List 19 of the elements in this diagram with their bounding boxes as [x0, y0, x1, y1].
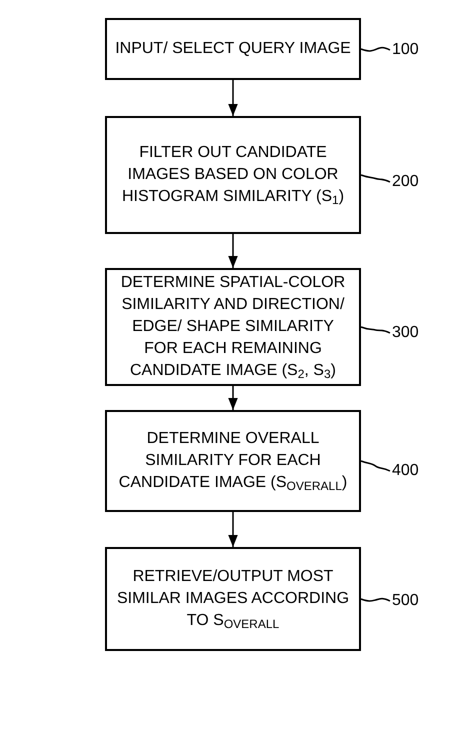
- reference-numeral: 300: [392, 323, 432, 343]
- process-box: DETERMINE SPATIAL-COLOR SIMILARITY AND DIRECTION/ EDGE/ SHAPE SIMILARITY FOR EACH REMAINING CANDIDATE IMAGE (S$_{2}$, S$_{3}$): [105, 268, 361, 386]
- leader-line: [360, 326, 390, 334]
- process-box: FILTER OUT CANDIDATE IMAGES BASED ON COLOR HISTOGRAM SIMILARITY (S$_{1}$): [105, 116, 361, 234]
- leader-line: [360, 174, 390, 183]
- arrow: [228, 386, 238, 410]
- reference-numeral: 100: [392, 40, 432, 60]
- process-box: INPUT/ SELECT QUERY IMAGE: [105, 18, 361, 80]
- arrow: [228, 512, 238, 547]
- reference-numeral: 500: [392, 591, 432, 611]
- process-box: RETRIEVE/OUTPUT MOST SIMILAR IMAGES ACCORDING TO S$_{OVERALL}$: [105, 547, 361, 651]
- leader-line: [360, 460, 390, 472]
- process-box: DETERMINE OVERALL SIMILARITY FOR EACH CANDIDATE IMAGE (S$_{OVERALL}$): [105, 410, 361, 512]
- reference-numeral: 400: [392, 461, 432, 481]
- reference-numeral: 200: [392, 172, 432, 192]
- arrow: [228, 234, 238, 268]
- leader-line: [360, 46, 390, 52]
- leader-line: [360, 598, 390, 602]
- arrow: [228, 80, 238, 116]
